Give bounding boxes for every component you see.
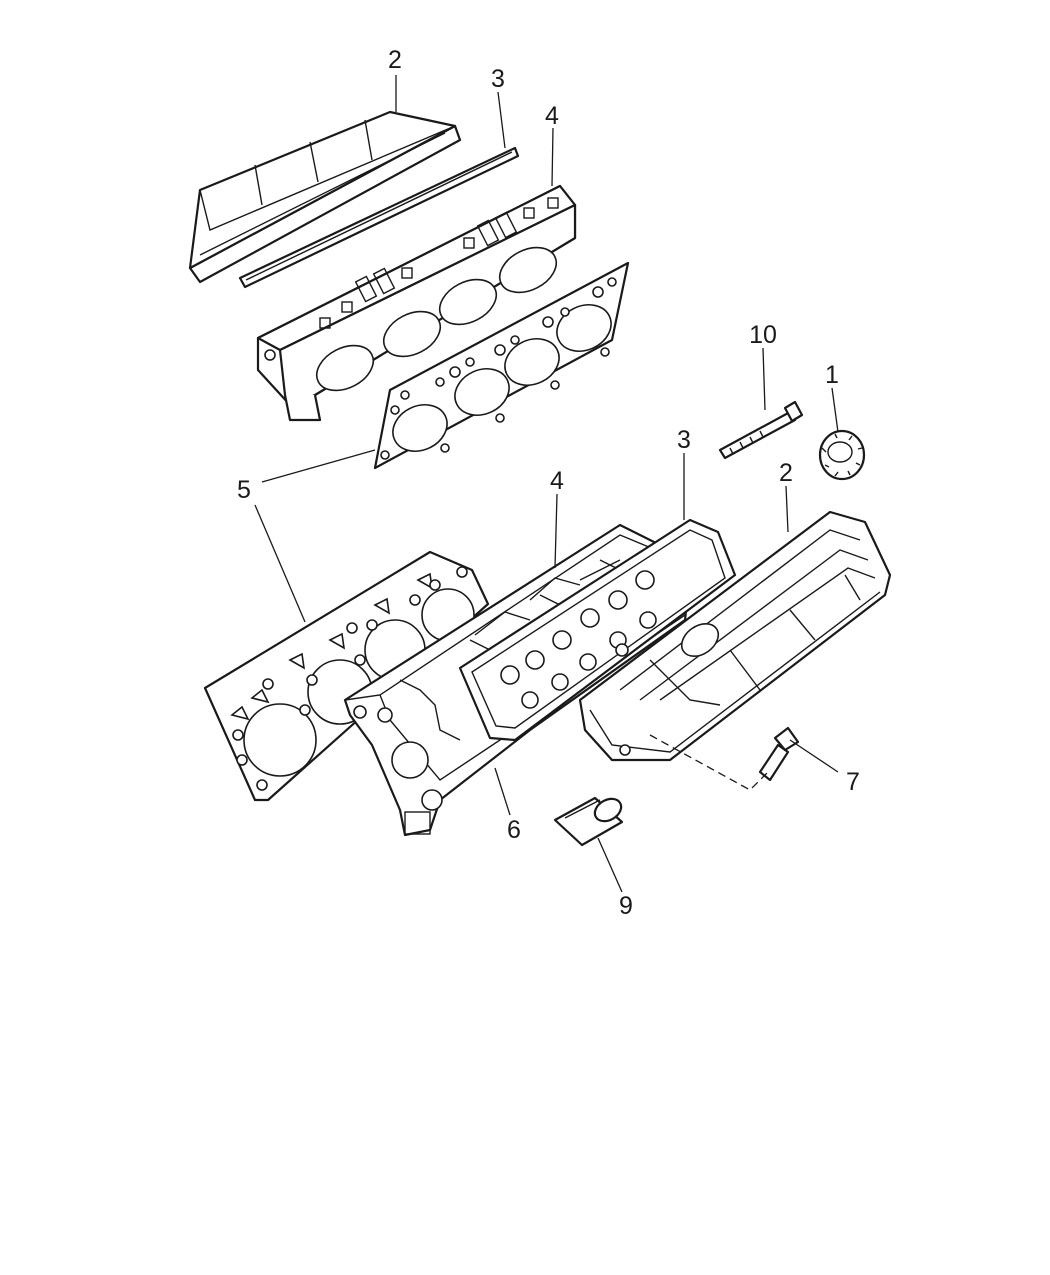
callout-10: 10 (749, 321, 777, 349)
callout-6: 6 (507, 816, 521, 844)
leader-1 (831, 387, 839, 433)
head-bolt (718, 400, 804, 460)
leader-9 (597, 837, 623, 893)
callout-9: 9 (619, 892, 633, 920)
valve-cover-gasket-upper (238, 146, 520, 289)
leader-6 (494, 767, 511, 816)
callout-2-upper: 2 (388, 46, 402, 74)
callout-5: 5 (237, 476, 251, 504)
callout-3-upper: 3 (491, 65, 505, 93)
callout-1: 1 (825, 361, 839, 389)
callout-2-lower: 2 (779, 459, 793, 487)
leader-5-lower (254, 504, 306, 623)
leader-4-lower (554, 493, 558, 569)
callout-4-upper: 4 (545, 102, 559, 130)
cylinder-head-upper (256, 184, 577, 422)
leader-lines (254, 75, 839, 893)
dowel-sleeve (553, 796, 624, 847)
valve-cover-gasket-lower (458, 518, 737, 742)
valve-cover-upper (188, 110, 462, 284)
leader-2-lower (785, 485, 789, 533)
leader-10 (762, 347, 766, 411)
leader-5-upper (261, 449, 376, 483)
callout-7: 7 (846, 768, 860, 796)
leader-3-upper (497, 91, 506, 149)
callout-3-lower: 3 (677, 426, 691, 454)
leader-4-upper (551, 127, 554, 187)
callout-labels: 2 3 4 10 1 3 4 2 5 6 7 9 (237, 46, 860, 920)
valve-cover-lower (578, 510, 892, 762)
callout-4-lower: 4 (550, 467, 564, 495)
head-gasket-upper (373, 261, 630, 470)
nut-part (818, 429, 866, 481)
leader-7 (789, 739, 839, 773)
cover-bolt (649, 726, 800, 791)
